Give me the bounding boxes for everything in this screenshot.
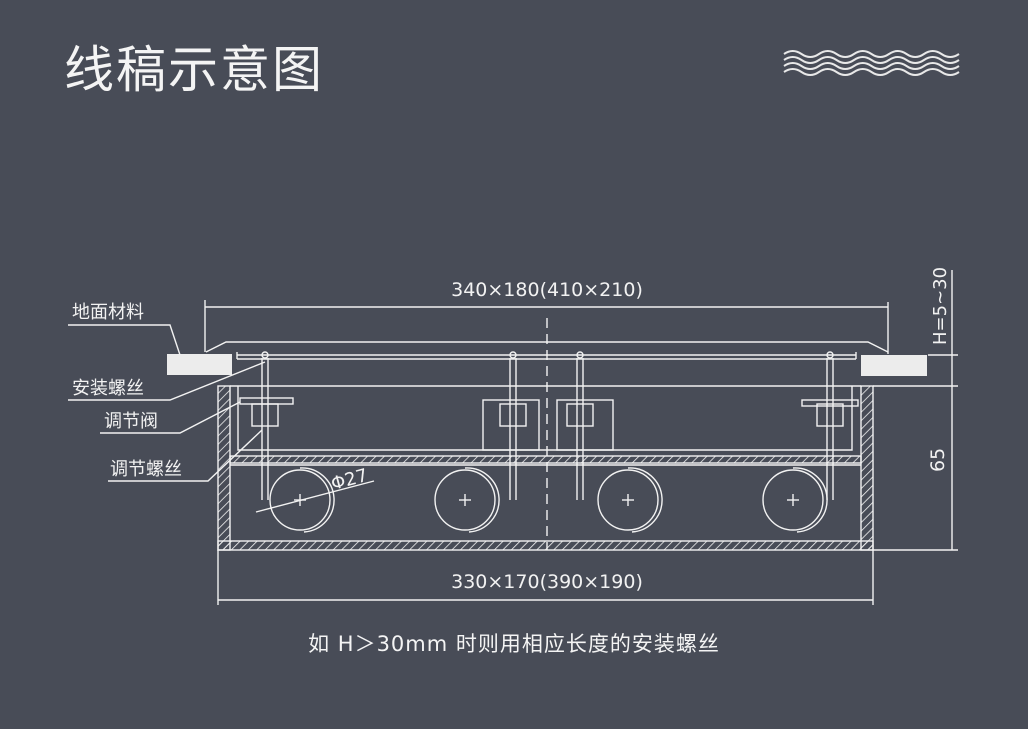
pipe-3 bbox=[597, 467, 663, 533]
label-floor-material: 地面材料 bbox=[72, 302, 144, 323]
waves-icon bbox=[783, 50, 960, 76]
pipe-4 bbox=[762, 467, 828, 533]
screw-assembly-2 bbox=[482, 351, 540, 500]
pipes bbox=[255, 467, 828, 533]
page-title: 线稿示意图 bbox=[64, 41, 324, 99]
installation-note: 如 H＞30mm 时则用相应长度的安装螺丝 bbox=[308, 632, 720, 656]
pipe-2 bbox=[434, 467, 500, 533]
bottom-dimension-line bbox=[217, 550, 874, 605]
label-adjust-screw: 调节螺丝 bbox=[110, 459, 182, 480]
label-adjust-valve: 调节阀 bbox=[104, 411, 158, 432]
label-leaders bbox=[68, 324, 266, 482]
pipe-diameter-label: Φ27 bbox=[329, 465, 370, 495]
bottom-width-label: 330×170(390×190) bbox=[451, 571, 643, 593]
top-width-label: 340×180(410×210) bbox=[451, 279, 643, 301]
right-dimension-line bbox=[873, 270, 958, 551]
depth-label: 65 bbox=[927, 448, 949, 472]
floor-material-left bbox=[167, 354, 232, 375]
screw-assembly-3 bbox=[556, 351, 614, 500]
floor-material-right bbox=[861, 355, 927, 376]
label-install-screw: 安装螺丝 bbox=[72, 378, 144, 399]
trench-box bbox=[217, 385, 874, 551]
top-dimension-line bbox=[204, 300, 889, 354]
screw-assembly-4 bbox=[801, 351, 859, 500]
diameter-leader bbox=[255, 480, 375, 513]
screw-assembly-1 bbox=[239, 351, 294, 500]
h-range-label: H=5~30 bbox=[930, 267, 951, 345]
install-screws bbox=[239, 351, 859, 500]
